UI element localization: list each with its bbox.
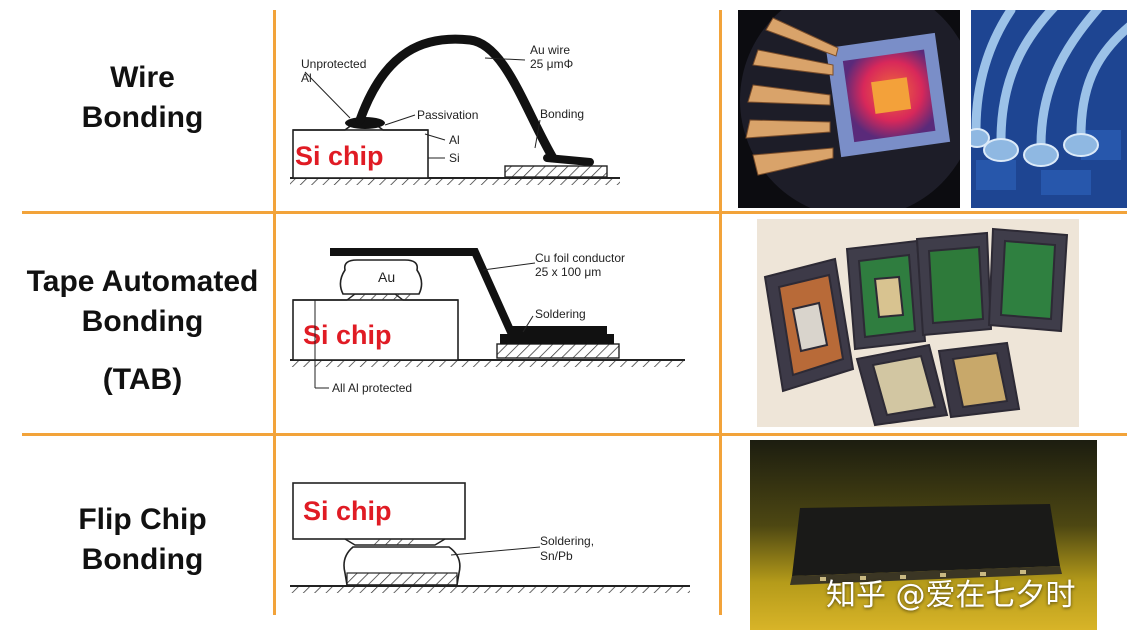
flip-chip-diagram: Si chip Soldering, Sn/Pb xyxy=(285,475,715,605)
si-chip-block xyxy=(292,129,429,179)
title-line: Tape Automated xyxy=(26,265,259,298)
leader-soldering xyxy=(522,315,534,333)
label-sn-pb: Sn/Pb xyxy=(540,549,573,563)
wire-stitch xyxy=(543,154,594,166)
label-al-protected: All Al protected xyxy=(332,381,412,395)
flip-chip-photo xyxy=(750,440,1097,630)
title-line: Flip Chip xyxy=(78,503,207,536)
leader-bonding xyxy=(534,119,541,149)
title-line: (TAB) xyxy=(102,363,183,396)
wire-bond-ball xyxy=(345,117,385,129)
wire-bonding-photo-closeup xyxy=(971,10,1127,208)
label-au: Au xyxy=(378,269,395,285)
label-passivation: Passivation xyxy=(417,108,478,122)
tab-diagram: Si chip Au Cu foil conductor 25 x 100 μm… xyxy=(285,238,715,408)
label-cu-size: 25 x 100 μm xyxy=(535,265,601,279)
row-divider-1 xyxy=(22,211,1127,214)
foil-end xyxy=(500,334,614,344)
label-soldering: Soldering xyxy=(535,307,586,321)
watermark-text: 知乎 @爱在七夕时 xyxy=(826,578,1076,613)
leader-al-protected xyxy=(314,300,329,389)
leader-soldering xyxy=(450,546,541,556)
soldering-pad xyxy=(496,343,620,359)
bonding-pad xyxy=(504,165,608,178)
cu-foil-conductor xyxy=(330,248,607,334)
ubm-layer xyxy=(369,539,419,545)
label-cu-foil: Cu foil conductor xyxy=(535,251,625,265)
column-divider-left xyxy=(273,10,276,615)
label-al-top: Al xyxy=(301,71,312,85)
au-bump xyxy=(339,259,423,295)
au-wire xyxy=(355,34,558,163)
label-al: Al xyxy=(449,133,460,147)
leader-cu-foil xyxy=(482,262,536,271)
si-chip-text: Si chip xyxy=(303,320,392,350)
method-title-tab: Tape Automated Bonding (TAB) xyxy=(0,262,285,400)
leader-unprotected xyxy=(304,71,351,119)
column-divider-right xyxy=(719,10,722,615)
wire-bonding-diagram: Si chip Unprotected Al Au wire 25 μmΦ Pa… xyxy=(285,30,715,200)
method-title-flip-chip: Flip Chip Bonding xyxy=(0,500,285,580)
title-line: Bonding xyxy=(81,101,204,134)
si-chip-text: Si chip xyxy=(303,496,392,526)
label-si: Si xyxy=(449,151,460,165)
label-au-wire: Au wire xyxy=(530,43,570,57)
bump-interface xyxy=(355,294,413,300)
tab-photo-packages xyxy=(757,219,1079,427)
title-line: Wire xyxy=(110,61,175,94)
method-title-wire-bonding: Wire Bonding xyxy=(0,58,285,138)
si-chip-block xyxy=(292,299,459,361)
title-line: Bonding xyxy=(81,543,204,576)
wire-bonding-photo-package xyxy=(738,10,960,208)
substrate-hatch xyxy=(290,179,620,185)
substrate-pad xyxy=(346,572,458,586)
leader-au-wire xyxy=(484,57,526,61)
label-soldering: Soldering, xyxy=(540,534,594,548)
label-bonding: Bonding xyxy=(540,107,584,121)
row-divider-2 xyxy=(22,433,1127,436)
leader-passivation xyxy=(384,114,416,126)
label-unprotected: Unprotected xyxy=(301,57,366,71)
leader-al xyxy=(424,133,446,141)
label-au-size: 25 μmΦ xyxy=(530,57,573,71)
title-line: Bonding xyxy=(81,305,204,338)
si-chip-text: Si chip xyxy=(295,141,384,171)
substrate-hatch xyxy=(290,587,690,593)
si-chip-block xyxy=(292,482,466,540)
substrate-hatch xyxy=(290,361,685,367)
